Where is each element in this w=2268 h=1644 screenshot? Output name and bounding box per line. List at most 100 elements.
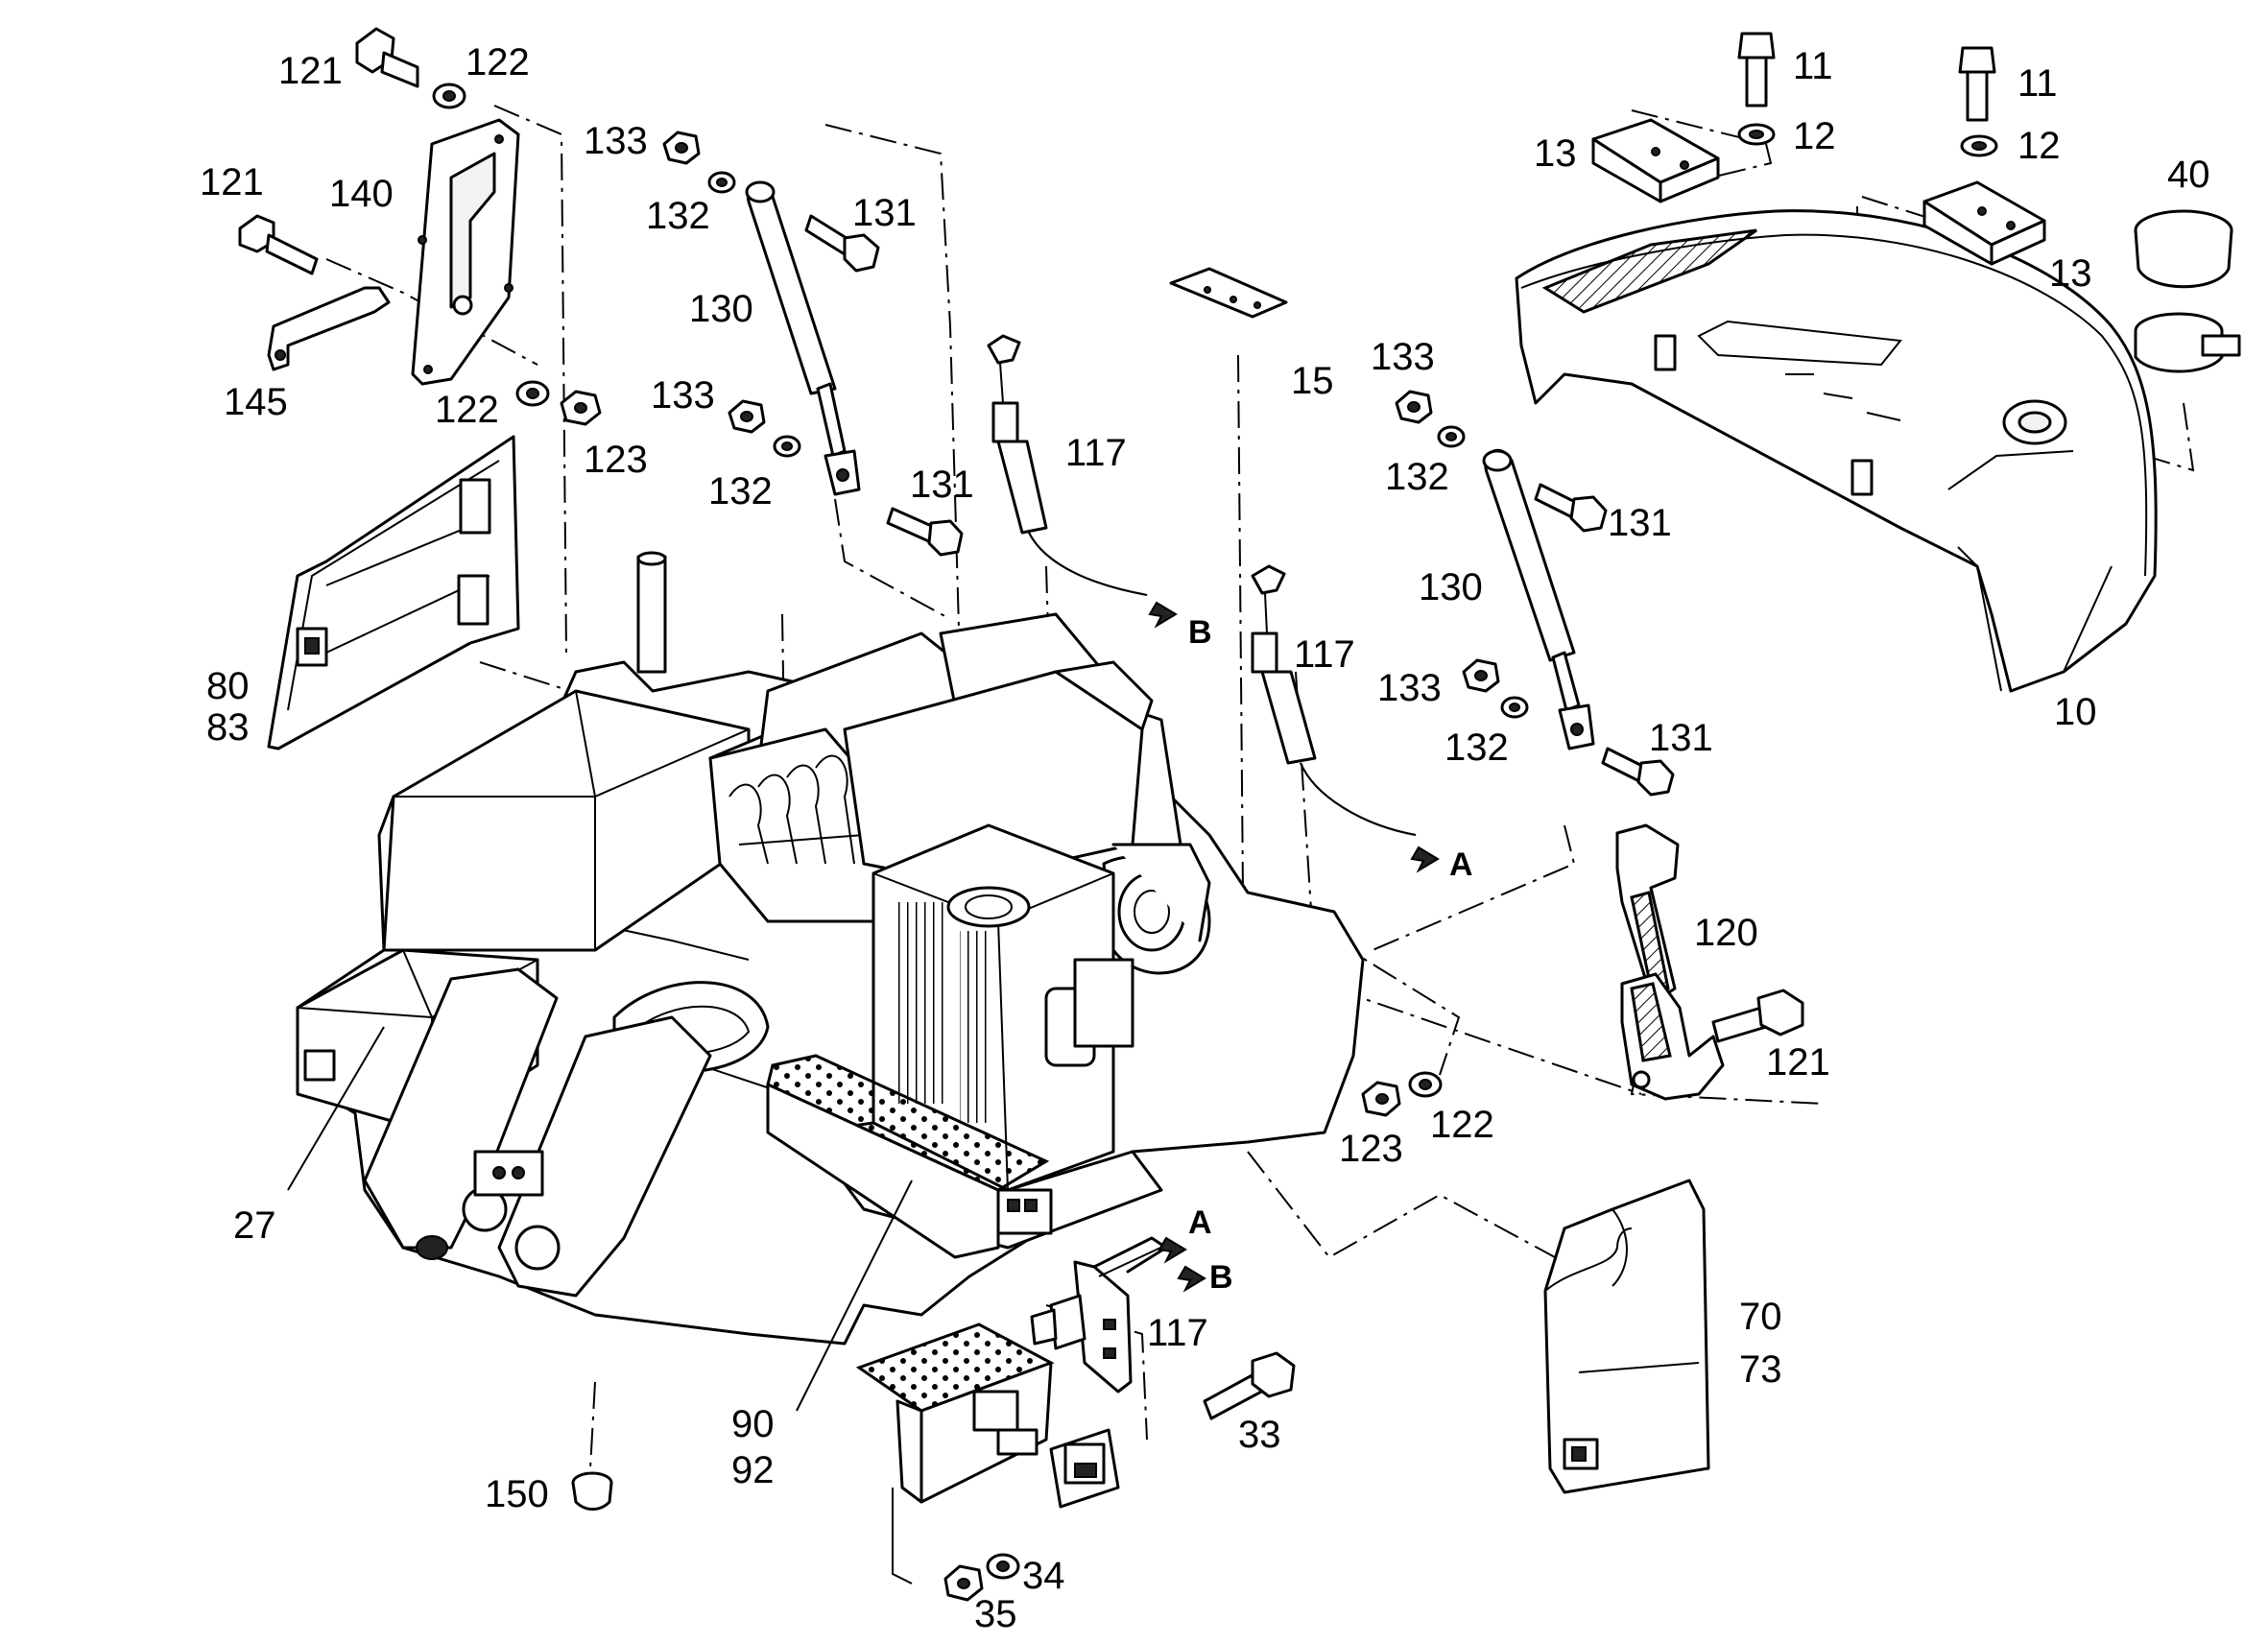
label-132b: 132 xyxy=(708,470,773,512)
label-145: 145 xyxy=(224,381,288,423)
label-131c: 131 xyxy=(1608,502,1672,544)
bolt-131c xyxy=(1534,483,1608,533)
label-92: 92 xyxy=(731,1449,775,1491)
label-70: 70 xyxy=(1739,1296,1782,1338)
label-27: 27 xyxy=(233,1204,276,1247)
label-12b: 12 xyxy=(2017,125,2061,167)
washer-122c xyxy=(1408,1071,1443,1098)
block-13b xyxy=(1922,180,2046,266)
part-labels: 121 122 121 140 145 122 123 80 83 133 13… xyxy=(200,41,2210,1635)
injector-lines xyxy=(728,754,865,865)
bolt-121c xyxy=(1711,989,1804,1043)
label-132a: 132 xyxy=(646,195,710,237)
label-arrow-a2: A xyxy=(1188,1204,1212,1241)
bolt-121a xyxy=(355,27,419,88)
label-11a: 11 xyxy=(1793,45,1833,87)
label-13b: 13 xyxy=(2049,252,2092,295)
nut-123a xyxy=(560,390,602,426)
washer-132d xyxy=(1500,696,1529,719)
label-10: 10 xyxy=(2054,691,2097,733)
label-35: 35 xyxy=(974,1593,1017,1635)
fuel-cap-40 xyxy=(2134,209,2233,289)
label-133a: 133 xyxy=(584,120,648,162)
label-133b: 133 xyxy=(651,374,715,417)
bolt-131d xyxy=(1601,747,1675,797)
bolt-11b xyxy=(1958,46,1996,122)
plate-15 xyxy=(1169,267,1288,319)
washer-132a xyxy=(707,171,736,194)
label-73: 73 xyxy=(1739,1348,1782,1391)
washer-122a xyxy=(432,83,466,109)
gas-strut-left xyxy=(745,180,861,496)
washer-132c xyxy=(1437,425,1466,448)
bolt-11a xyxy=(1737,32,1776,107)
label-120: 120 xyxy=(1694,912,1758,954)
washer-122b xyxy=(515,380,550,407)
washer-12b xyxy=(1960,134,1998,157)
label-150: 150 xyxy=(485,1473,549,1515)
left-door xyxy=(267,435,520,751)
label-arrow-b2: B xyxy=(1209,1259,1233,1296)
arrow-a1 xyxy=(1410,846,1440,873)
side-door xyxy=(1543,1179,1710,1494)
label-121a: 121 xyxy=(278,50,343,92)
label-11b: 11 xyxy=(2017,62,2058,105)
hose-clamp xyxy=(2134,312,2241,373)
washer-132b xyxy=(773,435,801,458)
bolt-33 xyxy=(1203,1351,1296,1420)
bracket xyxy=(267,286,391,371)
label-121b: 121 xyxy=(200,161,264,203)
washer-12a xyxy=(1737,123,1776,146)
latch-120 xyxy=(1615,823,1725,1101)
bolt-131a xyxy=(804,214,880,273)
nut-133a xyxy=(662,131,701,165)
nut-35 xyxy=(943,1564,984,1602)
label-131d: 131 xyxy=(1649,717,1713,759)
label-15: 15 xyxy=(1291,360,1334,402)
label-122a: 122 xyxy=(466,41,530,83)
label-34: 34 xyxy=(1022,1555,1065,1597)
nut-133d xyxy=(1462,658,1500,693)
label-12a: 12 xyxy=(1793,115,1836,157)
label-131b: 131 xyxy=(910,464,974,506)
cover-plate xyxy=(855,1322,1120,1584)
washer-34 xyxy=(986,1553,1020,1580)
label-122b: 122 xyxy=(435,389,499,431)
leader-lines xyxy=(287,1026,913,1412)
label-123b: 123 xyxy=(1339,1128,1403,1170)
hinge-plate xyxy=(411,118,520,386)
bolt-121b xyxy=(238,214,319,275)
label-80: 80 xyxy=(206,665,250,707)
label-13a: 13 xyxy=(1534,132,1577,175)
label-133d: 133 xyxy=(1377,667,1442,709)
block-13a xyxy=(1591,118,1720,203)
label-arrow-a1: A xyxy=(1449,846,1473,883)
label-117a: 117 xyxy=(1065,432,1127,474)
label-130a: 130 xyxy=(689,288,753,330)
bolt-131b xyxy=(886,507,964,557)
gas-strut-right xyxy=(1482,448,1595,751)
label-123a: 123 xyxy=(584,439,648,481)
label-33: 33 xyxy=(1238,1414,1281,1456)
nut-133b xyxy=(728,399,766,434)
arrow-b1 xyxy=(1148,601,1178,629)
label-132d: 132 xyxy=(1444,727,1509,769)
label-90: 90 xyxy=(731,1403,775,1445)
label-132c: 132 xyxy=(1385,456,1449,498)
label-130b: 130 xyxy=(1419,566,1483,608)
cable-117a xyxy=(987,334,1148,596)
label-117c: 117 xyxy=(1147,1312,1208,1354)
label-140: 140 xyxy=(329,173,394,215)
label-133c: 133 xyxy=(1371,336,1435,378)
label-arrow-b1: B xyxy=(1188,614,1212,651)
cable-117b xyxy=(1251,564,1417,836)
label-122c: 122 xyxy=(1430,1104,1494,1146)
arrow-b2 xyxy=(1177,1265,1206,1293)
grommet-150 xyxy=(571,1471,613,1511)
label-121c: 121 xyxy=(1766,1041,1830,1084)
label-131a: 131 xyxy=(852,192,917,234)
engine-hood xyxy=(1515,209,2158,693)
nut-133c xyxy=(1395,390,1433,424)
